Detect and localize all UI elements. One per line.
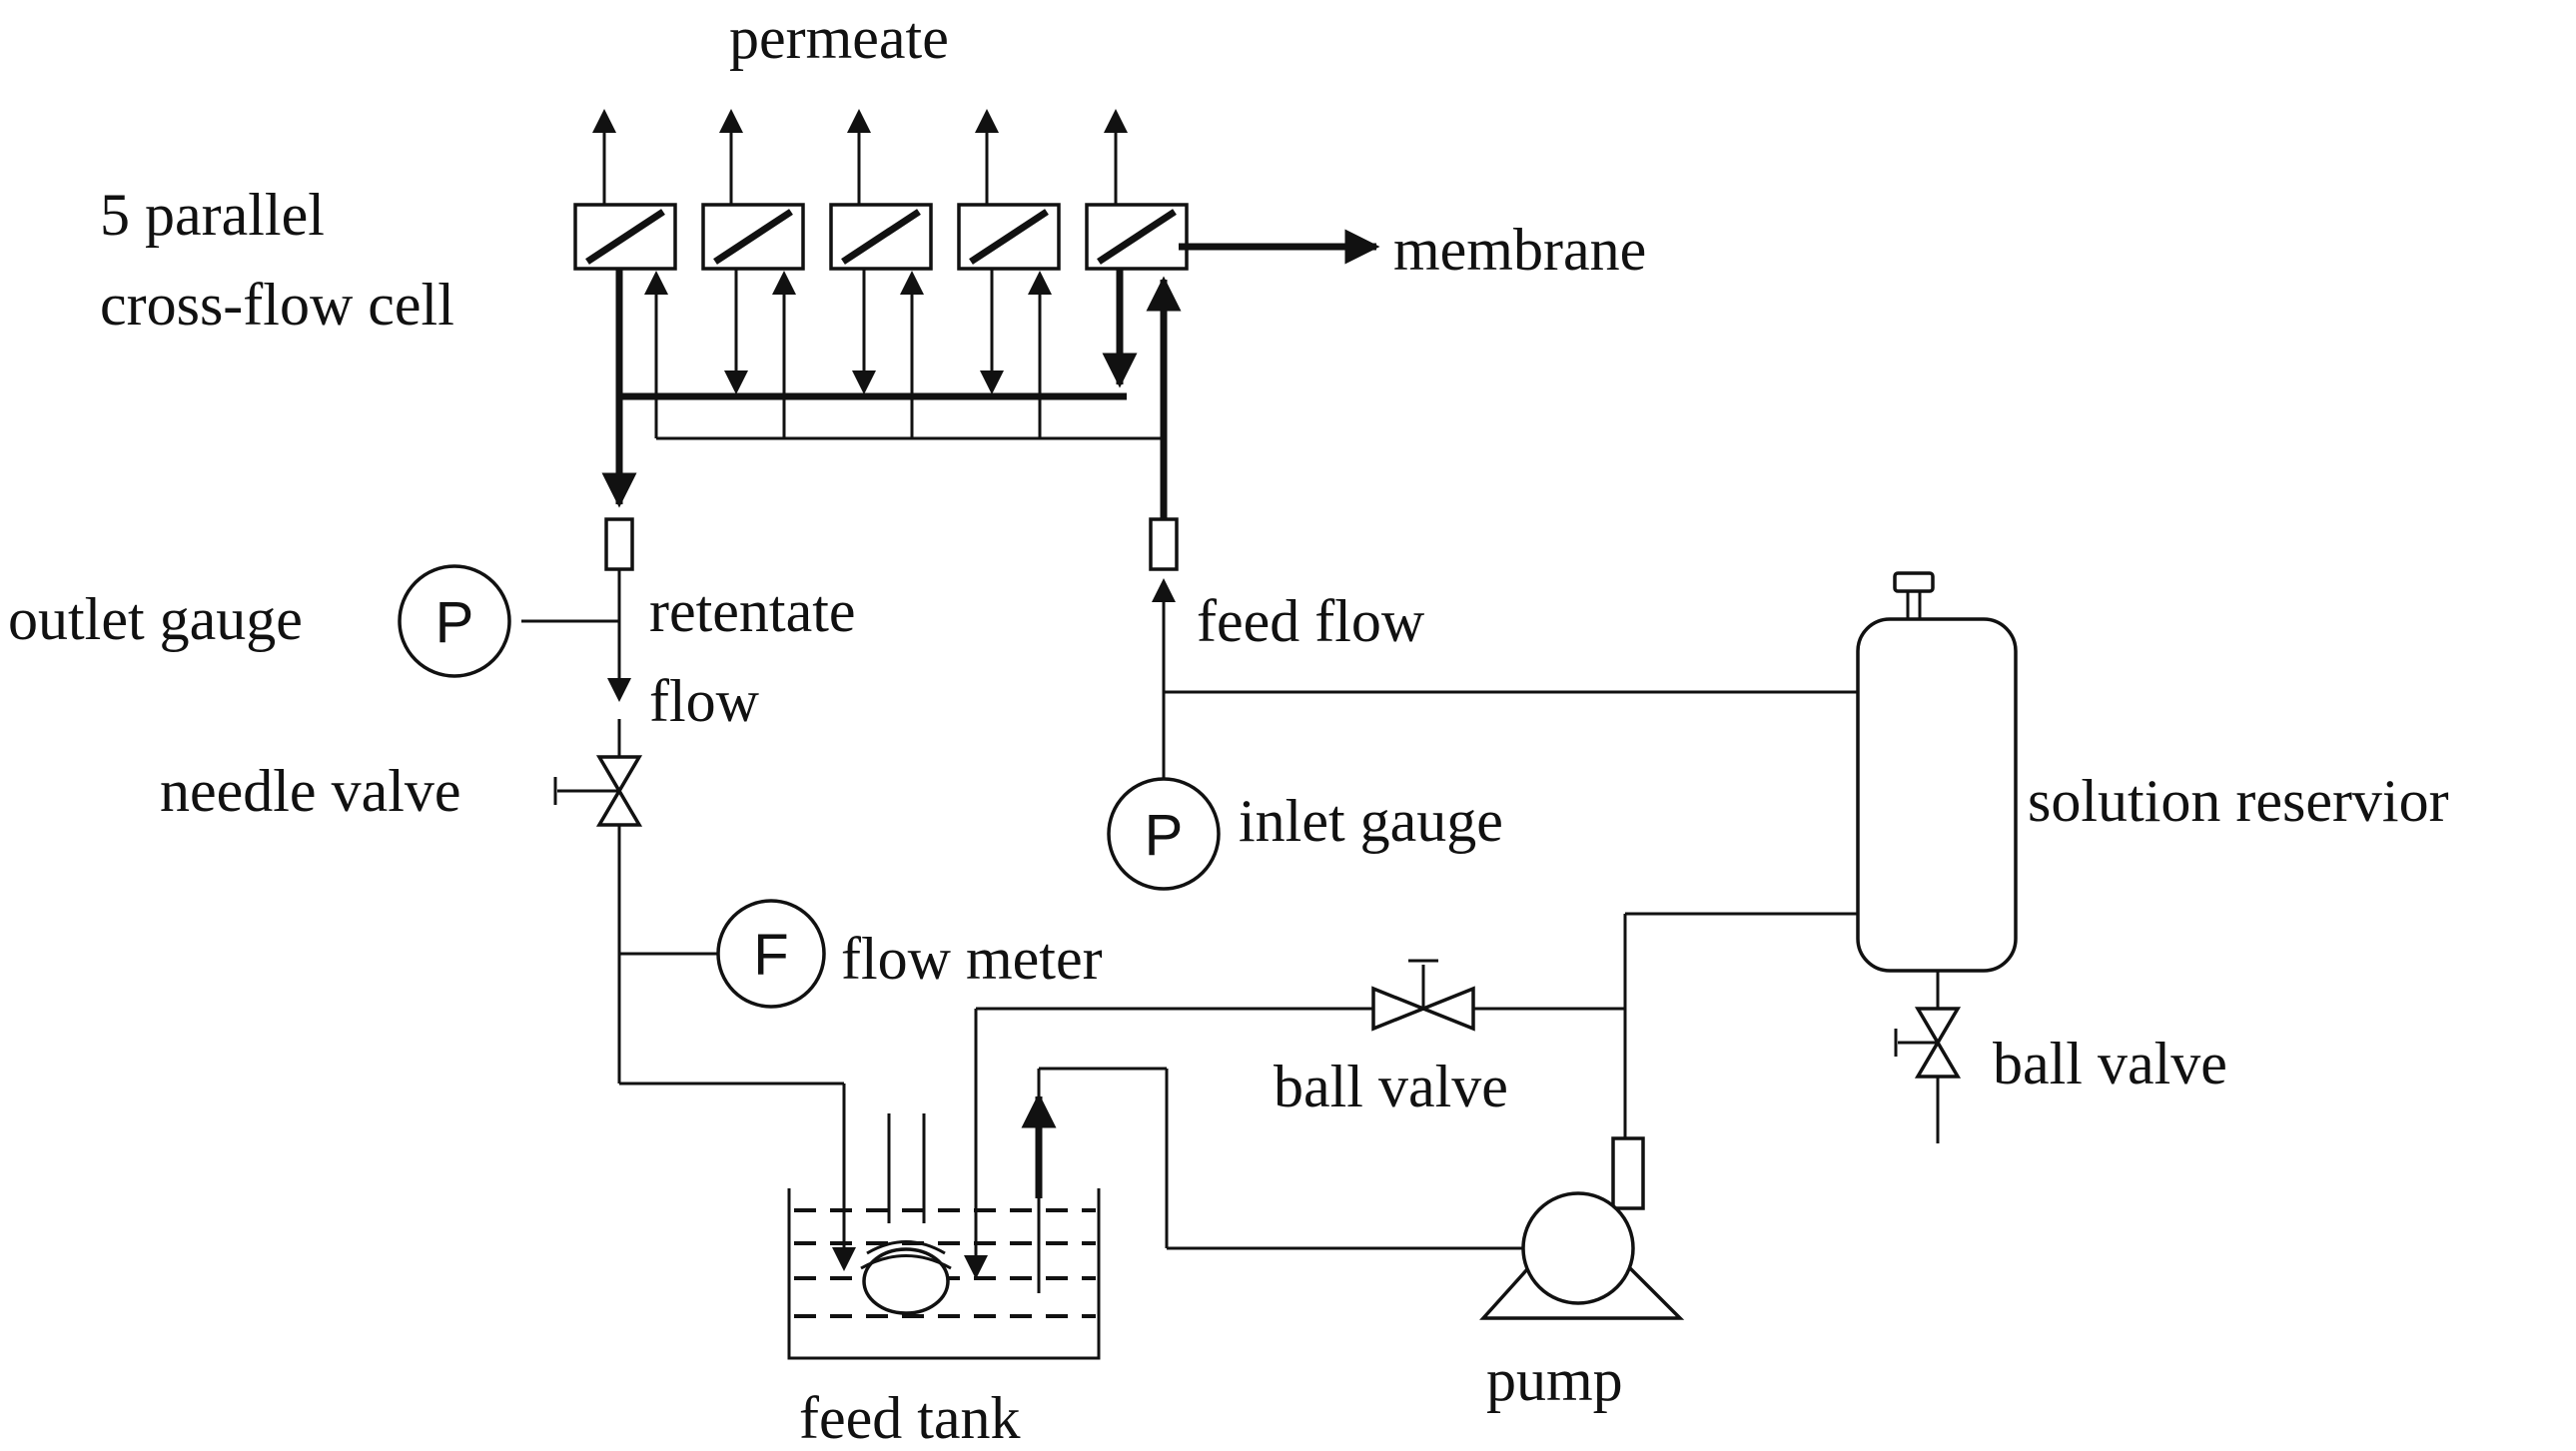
flow-meter-label: flow meter [841, 926, 1103, 992]
inlet-gauge-symbol: P [1145, 803, 1184, 868]
retentate-label-line2: flow [649, 668, 760, 734]
stirrer-icon [860, 1240, 952, 1315]
inlet-pressure-gauge: P [1107, 777, 1221, 891]
membrane-cell-icon [957, 203, 1061, 271]
feed-tank-label: feed tank [799, 1385, 1021, 1451]
feed-tank [787, 1113, 1101, 1360]
permeate-label: permeate [729, 5, 949, 71]
feed-fitting [1149, 517, 1179, 571]
flow-meter-symbol: F [753, 923, 788, 988]
inlet-gauge-label: inlet gauge [1239, 788, 1503, 854]
pump-icon [1479, 1136, 1685, 1320]
flow-meter: F [716, 899, 826, 1009]
pump-label: pump [1486, 1347, 1623, 1413]
solution-reservoir-label: solution reservior [2028, 768, 2449, 834]
membrane-cell-icon [573, 203, 677, 271]
outlet-pressure-gauge: P [398, 564, 511, 678]
cell-label-line2: cross-flow cell [100, 272, 454, 338]
membrane-label: membrane [1393, 217, 1646, 283]
retentate-label-line1: retentate [649, 578, 856, 644]
membrane-cell-icon [1085, 203, 1189, 271]
pressure-gauge-icon [1107, 777, 1221, 891]
pump-circuit [964, 914, 1685, 1320]
outlet-gauge-symbol: P [435, 590, 474, 655]
reservoir-ball-valve-icon [1894, 1007, 1962, 1079]
feed-tank-icon [787, 1188, 1101, 1360]
permeate-arrows [592, 109, 1128, 205]
center-ball-valve-icon [1371, 959, 1475, 1032]
cell-label-line1: 5 parallel [100, 182, 325, 248]
membrane-cell-icon [701, 203, 805, 271]
manifold-piping [601, 269, 1182, 519]
membrane-cell-icon [829, 203, 933, 271]
solution-reservoir [1625, 571, 2018, 1143]
outlet-gauge-label: outlet gauge [8, 586, 303, 652]
pressure-gauge-icon [398, 564, 511, 678]
reservoir-icon [1856, 617, 2018, 973]
flow-meter-icon [716, 899, 826, 1009]
center-ball-valve-label: ball valve [1274, 1054, 1508, 1119]
cross-flow-cells [573, 203, 1189, 271]
feed-line [1149, 517, 1858, 779]
feed-flow-label: feed flow [1197, 588, 1425, 654]
retentate-line [521, 517, 856, 1271]
needle-valve-icon [553, 755, 643, 827]
needle-valve-label: needle valve [160, 758, 461, 824]
retentate-fitting [604, 517, 634, 571]
reservoir-ball-valve-label: ball valve [1993, 1031, 2227, 1096]
labels: permeate 5 parallel cross-flow cell memb… [8, 5, 2449, 1451]
